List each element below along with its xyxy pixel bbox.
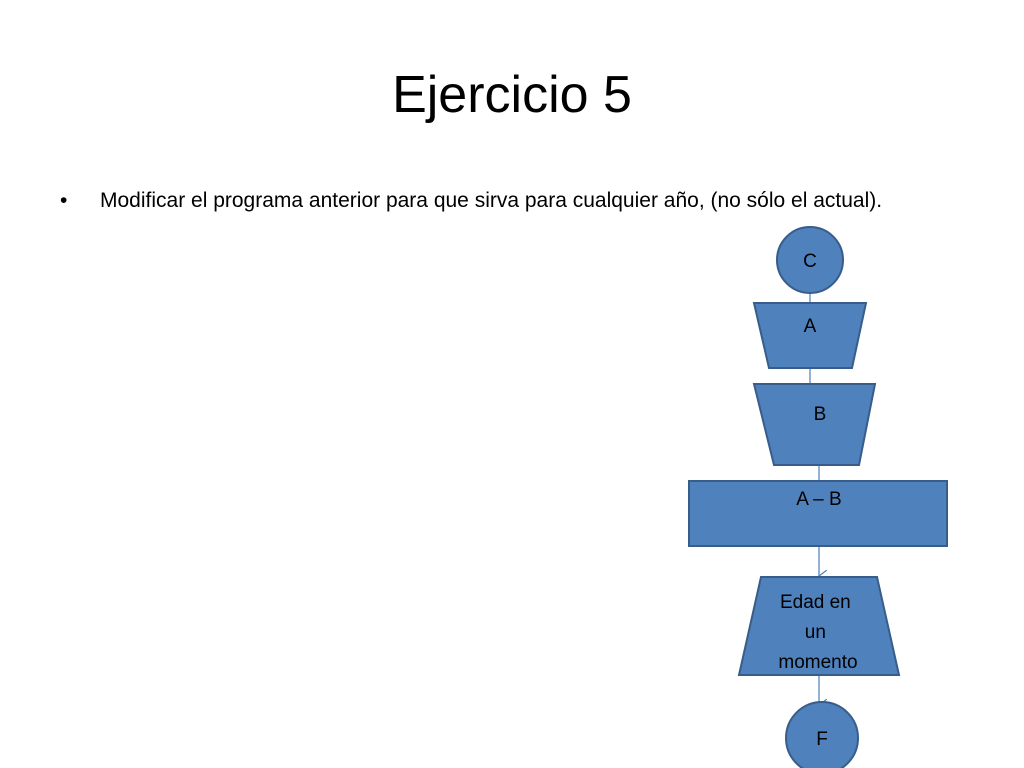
- node-b-label: B: [814, 404, 827, 425]
- node-edad-label-line: momento: [778, 652, 857, 673]
- bullet-item: • Modificar el programa anterior para qu…: [60, 186, 920, 215]
- bullet-marker: •: [60, 189, 68, 212]
- flowchart-node-f: F: [785, 701, 859, 768]
- bullet-text: Modificar el programa anterior para que …: [100, 189, 883, 212]
- node-c-label: C: [803, 251, 817, 272]
- bullet-list: • Modificar el programa anterior para qu…: [60, 186, 920, 215]
- node-f-label: F: [816, 729, 828, 750]
- flowchart-node-c: C: [776, 226, 844, 294]
- flowchart-node-edad: Edad en un momento: [737, 576, 901, 676]
- flowchart-node-b: B: [752, 383, 877, 466]
- flowchart-node-ab: A – B: [688, 480, 948, 547]
- flowchart-node-a: A: [752, 302, 868, 369]
- node-ab-label: A – B: [796, 489, 841, 510]
- node-edad-label: Edad en un momento: [778, 592, 857, 673]
- node-a-label: A: [804, 316, 817, 337]
- slide-title: Ejercicio 5: [392, 66, 632, 124]
- node-edad-label-line: Edad en: [780, 592, 851, 613]
- node-edad-label-line: un: [805, 622, 826, 643]
